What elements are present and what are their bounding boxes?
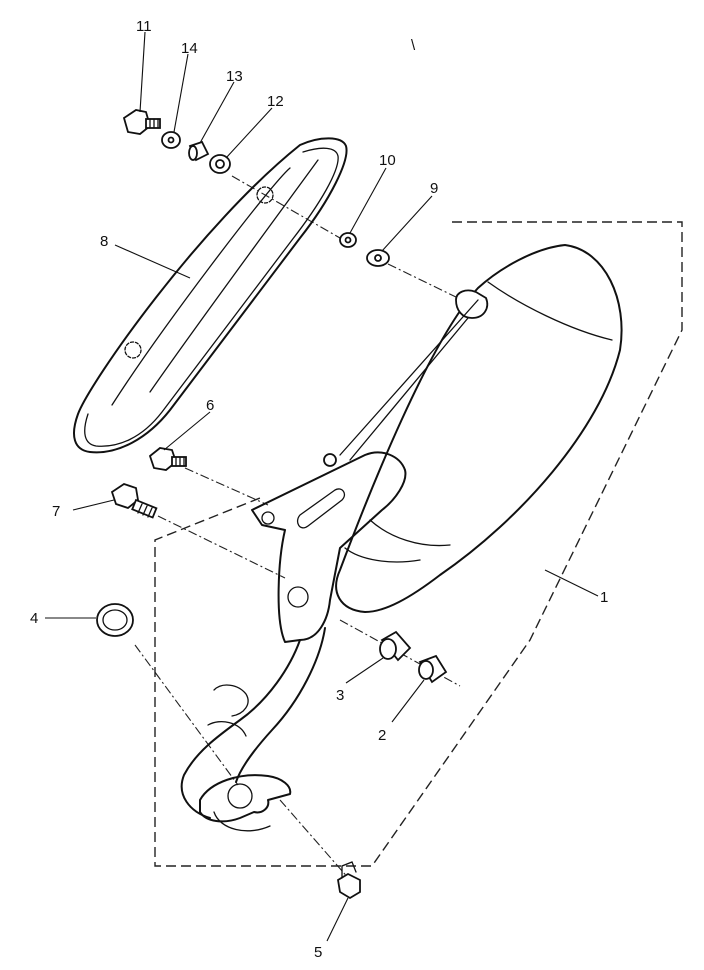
heat-shield [73, 137, 348, 454]
bushing-3 [379, 630, 412, 662]
callout-13: 13 [226, 68, 243, 85]
gasket-4 [96, 603, 134, 637]
bolt-6 [148, 447, 187, 471]
nut-5 [337, 861, 361, 900]
sheet-mark: \ [411, 37, 416, 54]
callout-10: 10 [379, 152, 396, 169]
leader-lines [45, 31, 599, 942]
callout-1: 1 [600, 589, 608, 606]
washer-9 [366, 249, 390, 267]
callout-3: 3 [336, 687, 344, 704]
exhaust-pipe [180, 627, 326, 832]
callout-8: 8 [100, 233, 108, 250]
bolt-11 [122, 109, 161, 135]
bolt-7 [110, 483, 158, 519]
callout-6: 6 [206, 397, 214, 414]
callout-12: 12 [267, 93, 284, 110]
callout-14: 14 [181, 40, 198, 57]
grommet-12 [209, 154, 231, 174]
muffler [335, 244, 623, 613]
callout-numbers: 11 14 13 12 10 9 8 6 7 4 3 2 5 1 [30, 18, 608, 961]
collar-13 [188, 140, 210, 162]
mount-bracket [251, 451, 407, 643]
callout-4: 4 [30, 610, 38, 627]
assembly-boundary [154, 221, 683, 867]
callout-9: 9 [430, 180, 438, 197]
callout-5: 5 [314, 944, 322, 961]
callout-11: 11 [136, 18, 152, 35]
collar-2 [418, 654, 448, 684]
callout-2: 2 [378, 727, 386, 744]
washer-10 [339, 232, 357, 248]
callout-7: 7 [52, 503, 60, 520]
